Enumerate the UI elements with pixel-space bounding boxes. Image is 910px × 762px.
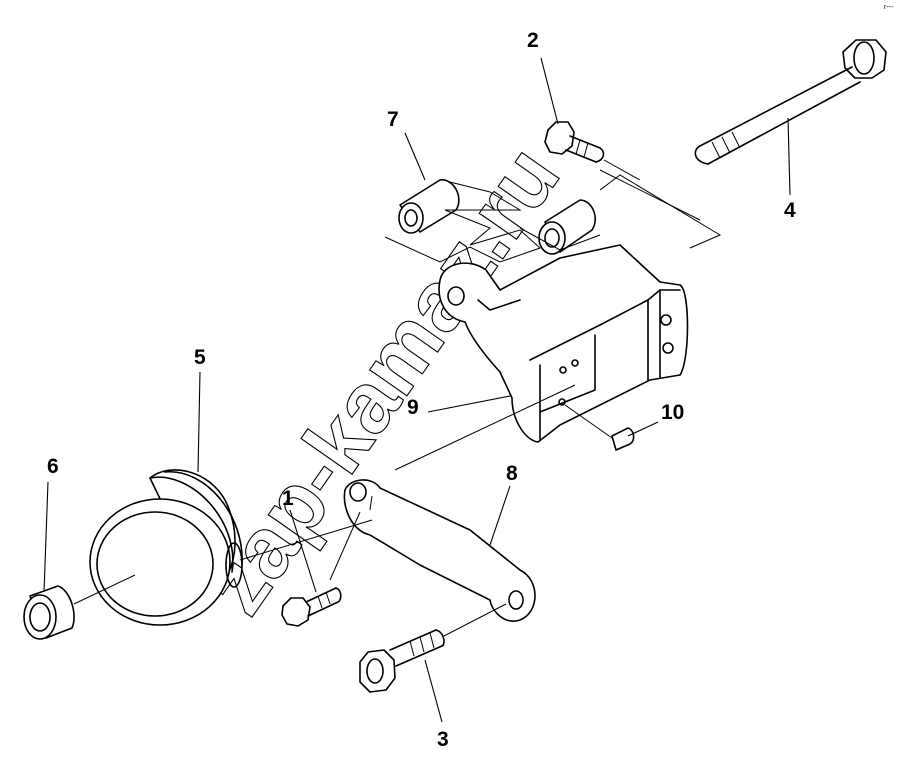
callout-10: 10 xyxy=(661,401,684,424)
part-1-bolt xyxy=(281,511,361,627)
corner-mark: r--- xyxy=(884,4,894,11)
part-4-long-bolt xyxy=(694,39,887,165)
callout-7: 7 xyxy=(387,108,399,131)
callout-2: 2 xyxy=(527,29,539,52)
center-lines xyxy=(73,159,701,605)
callout-3: 3 xyxy=(437,728,449,751)
callout-4: 4 xyxy=(784,199,796,222)
part-2-bolt xyxy=(544,121,605,163)
leader-lines xyxy=(43,57,791,723)
bracket-bushing xyxy=(538,199,596,255)
callout-1: 1 xyxy=(282,487,294,510)
part-9-bracket xyxy=(438,244,689,443)
part-3-bolt xyxy=(359,603,507,693)
part-5-pulley xyxy=(89,469,243,626)
part-10-pin xyxy=(564,404,635,451)
part-8-lever xyxy=(343,479,536,622)
callout-6: 6 xyxy=(47,455,59,478)
callout-8: 8 xyxy=(506,462,518,485)
callout-5: 5 xyxy=(194,346,206,369)
part-6-cap xyxy=(23,585,75,640)
callout-9: 9 xyxy=(407,396,419,419)
